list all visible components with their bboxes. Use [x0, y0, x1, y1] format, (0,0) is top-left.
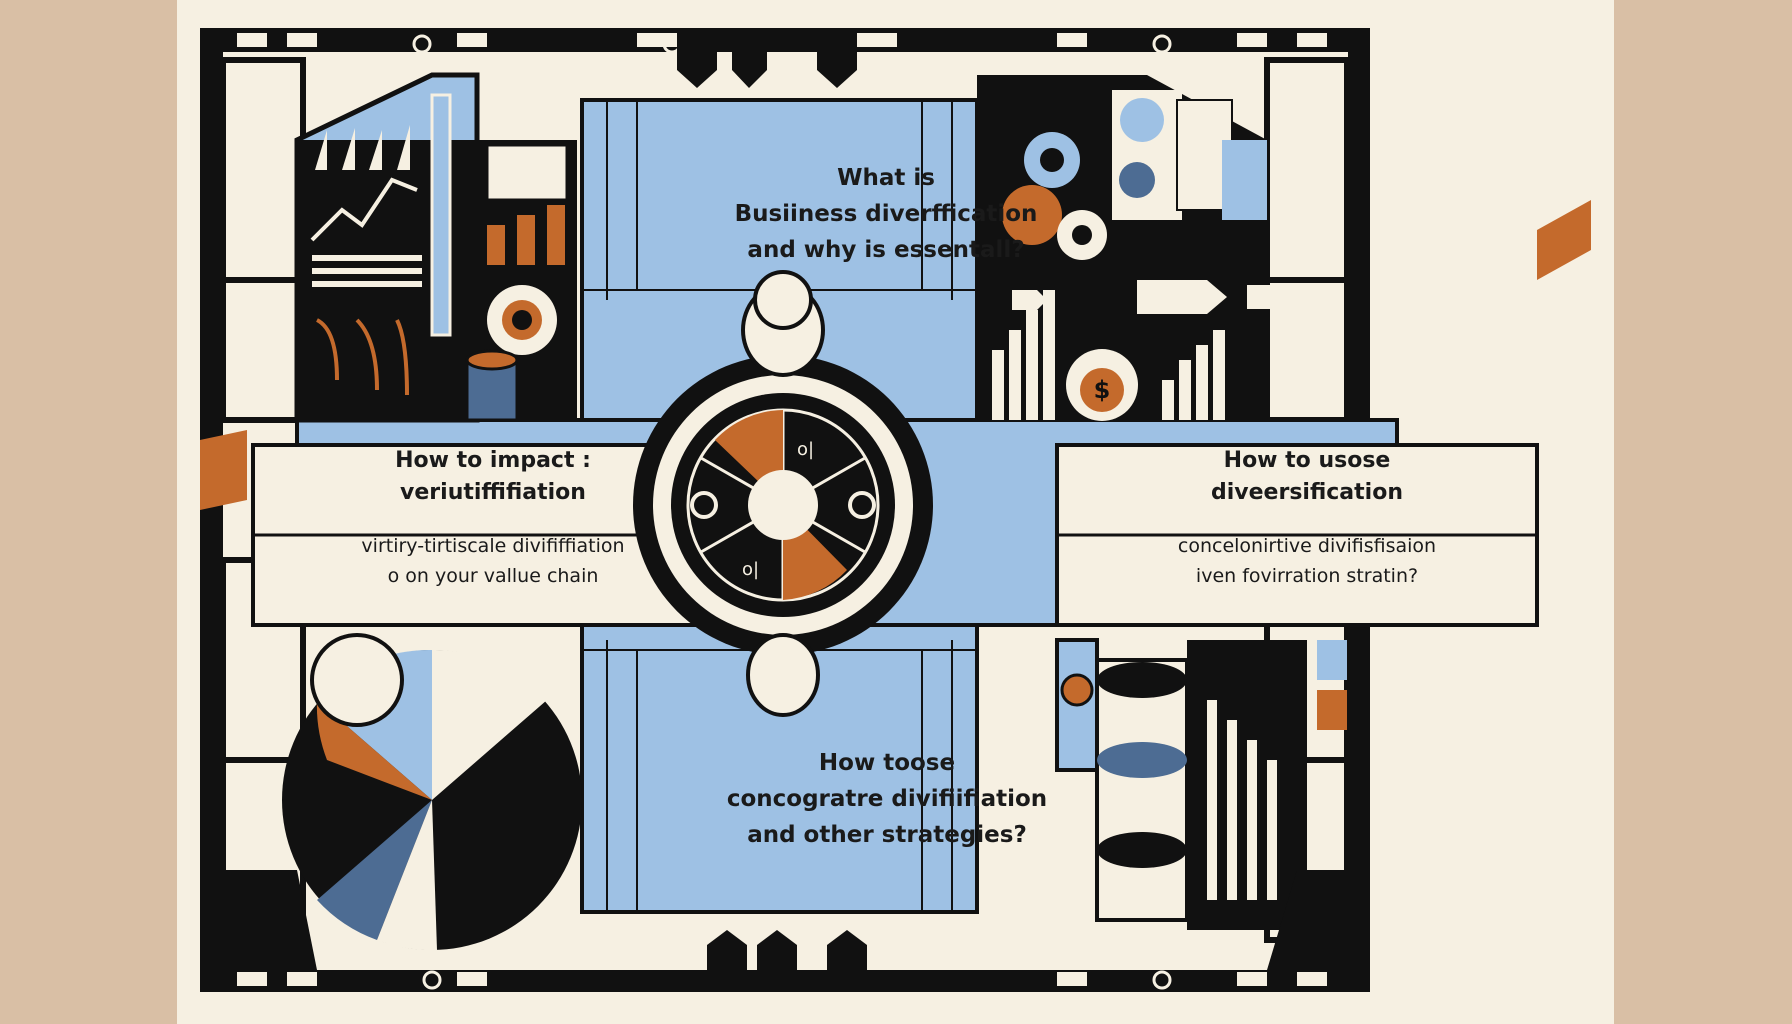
right-title-line-1: How to usose: [1223, 448, 1391, 473]
gear-icon: [487, 285, 557, 355]
left-title-line-1: How to impact :: [395, 448, 591, 473]
right-bar-chart: [992, 290, 1225, 420]
pie-icons: [1112, 90, 1267, 220]
document-icon: [485, 143, 569, 202]
center-top-line-3: and why is essentall?: [747, 237, 1025, 263]
bottom-arrows: [707, 930, 867, 992]
growth-chart: [310, 93, 452, 337]
left-panel-text: How to impact : veriutiffifiation virtir…: [253, 445, 733, 591]
frame-top-blocks: [237, 33, 1327, 47]
gear-cluster: [1002, 132, 1107, 260]
wheel-mark-top: o|: [797, 439, 814, 460]
center-bottom-line-1: How toose: [818, 750, 956, 776]
center-top-line-2: Busiiness diverffication: [734, 201, 1038, 227]
top-arrows: [677, 30, 857, 88]
right-title-line-2: diveersification: [1211, 480, 1403, 505]
center-wheel: o| o|: [633, 355, 933, 655]
frame-circles: [412, 34, 1172, 990]
mini-bars: [487, 205, 565, 265]
bottom-left-corner-dark: [223, 870, 317, 970]
frame-bottom-blocks: [237, 972, 1327, 986]
wires: [315, 318, 409, 396]
dollar-icon: $: [1066, 349, 1138, 421]
right-panel-text: How to usose diveersification concelonir…: [1067, 445, 1547, 591]
left-subtitle-line-1: virtiry-tirtiscale divififfiation: [361, 535, 625, 557]
left-orange-streak: [200, 430, 247, 510]
bottom-left-pie: [282, 633, 582, 951]
center-top-question: What is Busiiness diverffication and why…: [671, 160, 1101, 268]
bottom-bulb: [746, 633, 820, 717]
wheel-mark-bottom: o|: [742, 559, 759, 580]
poster-artwork: $ o| o|: [200, 28, 1591, 992]
center-bottom-line-2: concogratre divifiifiation: [726, 786, 1048, 812]
center-bottom-question: How toose concogratre divifiifiation and…: [662, 745, 1112, 853]
left-subtitle-line-2: o on your vallue chain: [387, 565, 599, 587]
arrow-chevrons: [1012, 280, 1302, 314]
bottom-right-panel: [1055, 638, 1347, 930]
dollar-symbol: $: [1094, 376, 1111, 404]
poster: $ o| o|: [177, 0, 1614, 1024]
center-bottom-line-3: and other strategies?: [747, 822, 1027, 848]
right-subtitle-line-2: iven fovirration stratin?: [1195, 565, 1419, 587]
left-title-line-2: veriutiffifiation: [400, 480, 586, 505]
center-top-line-1: What is: [837, 165, 935, 191]
right-subtitle-line-1: concelonirtive divifisfisaion: [1177, 535, 1437, 557]
right-orange-streak: [1537, 200, 1591, 280]
bottom-right-corner-dark: [1267, 870, 1348, 970]
